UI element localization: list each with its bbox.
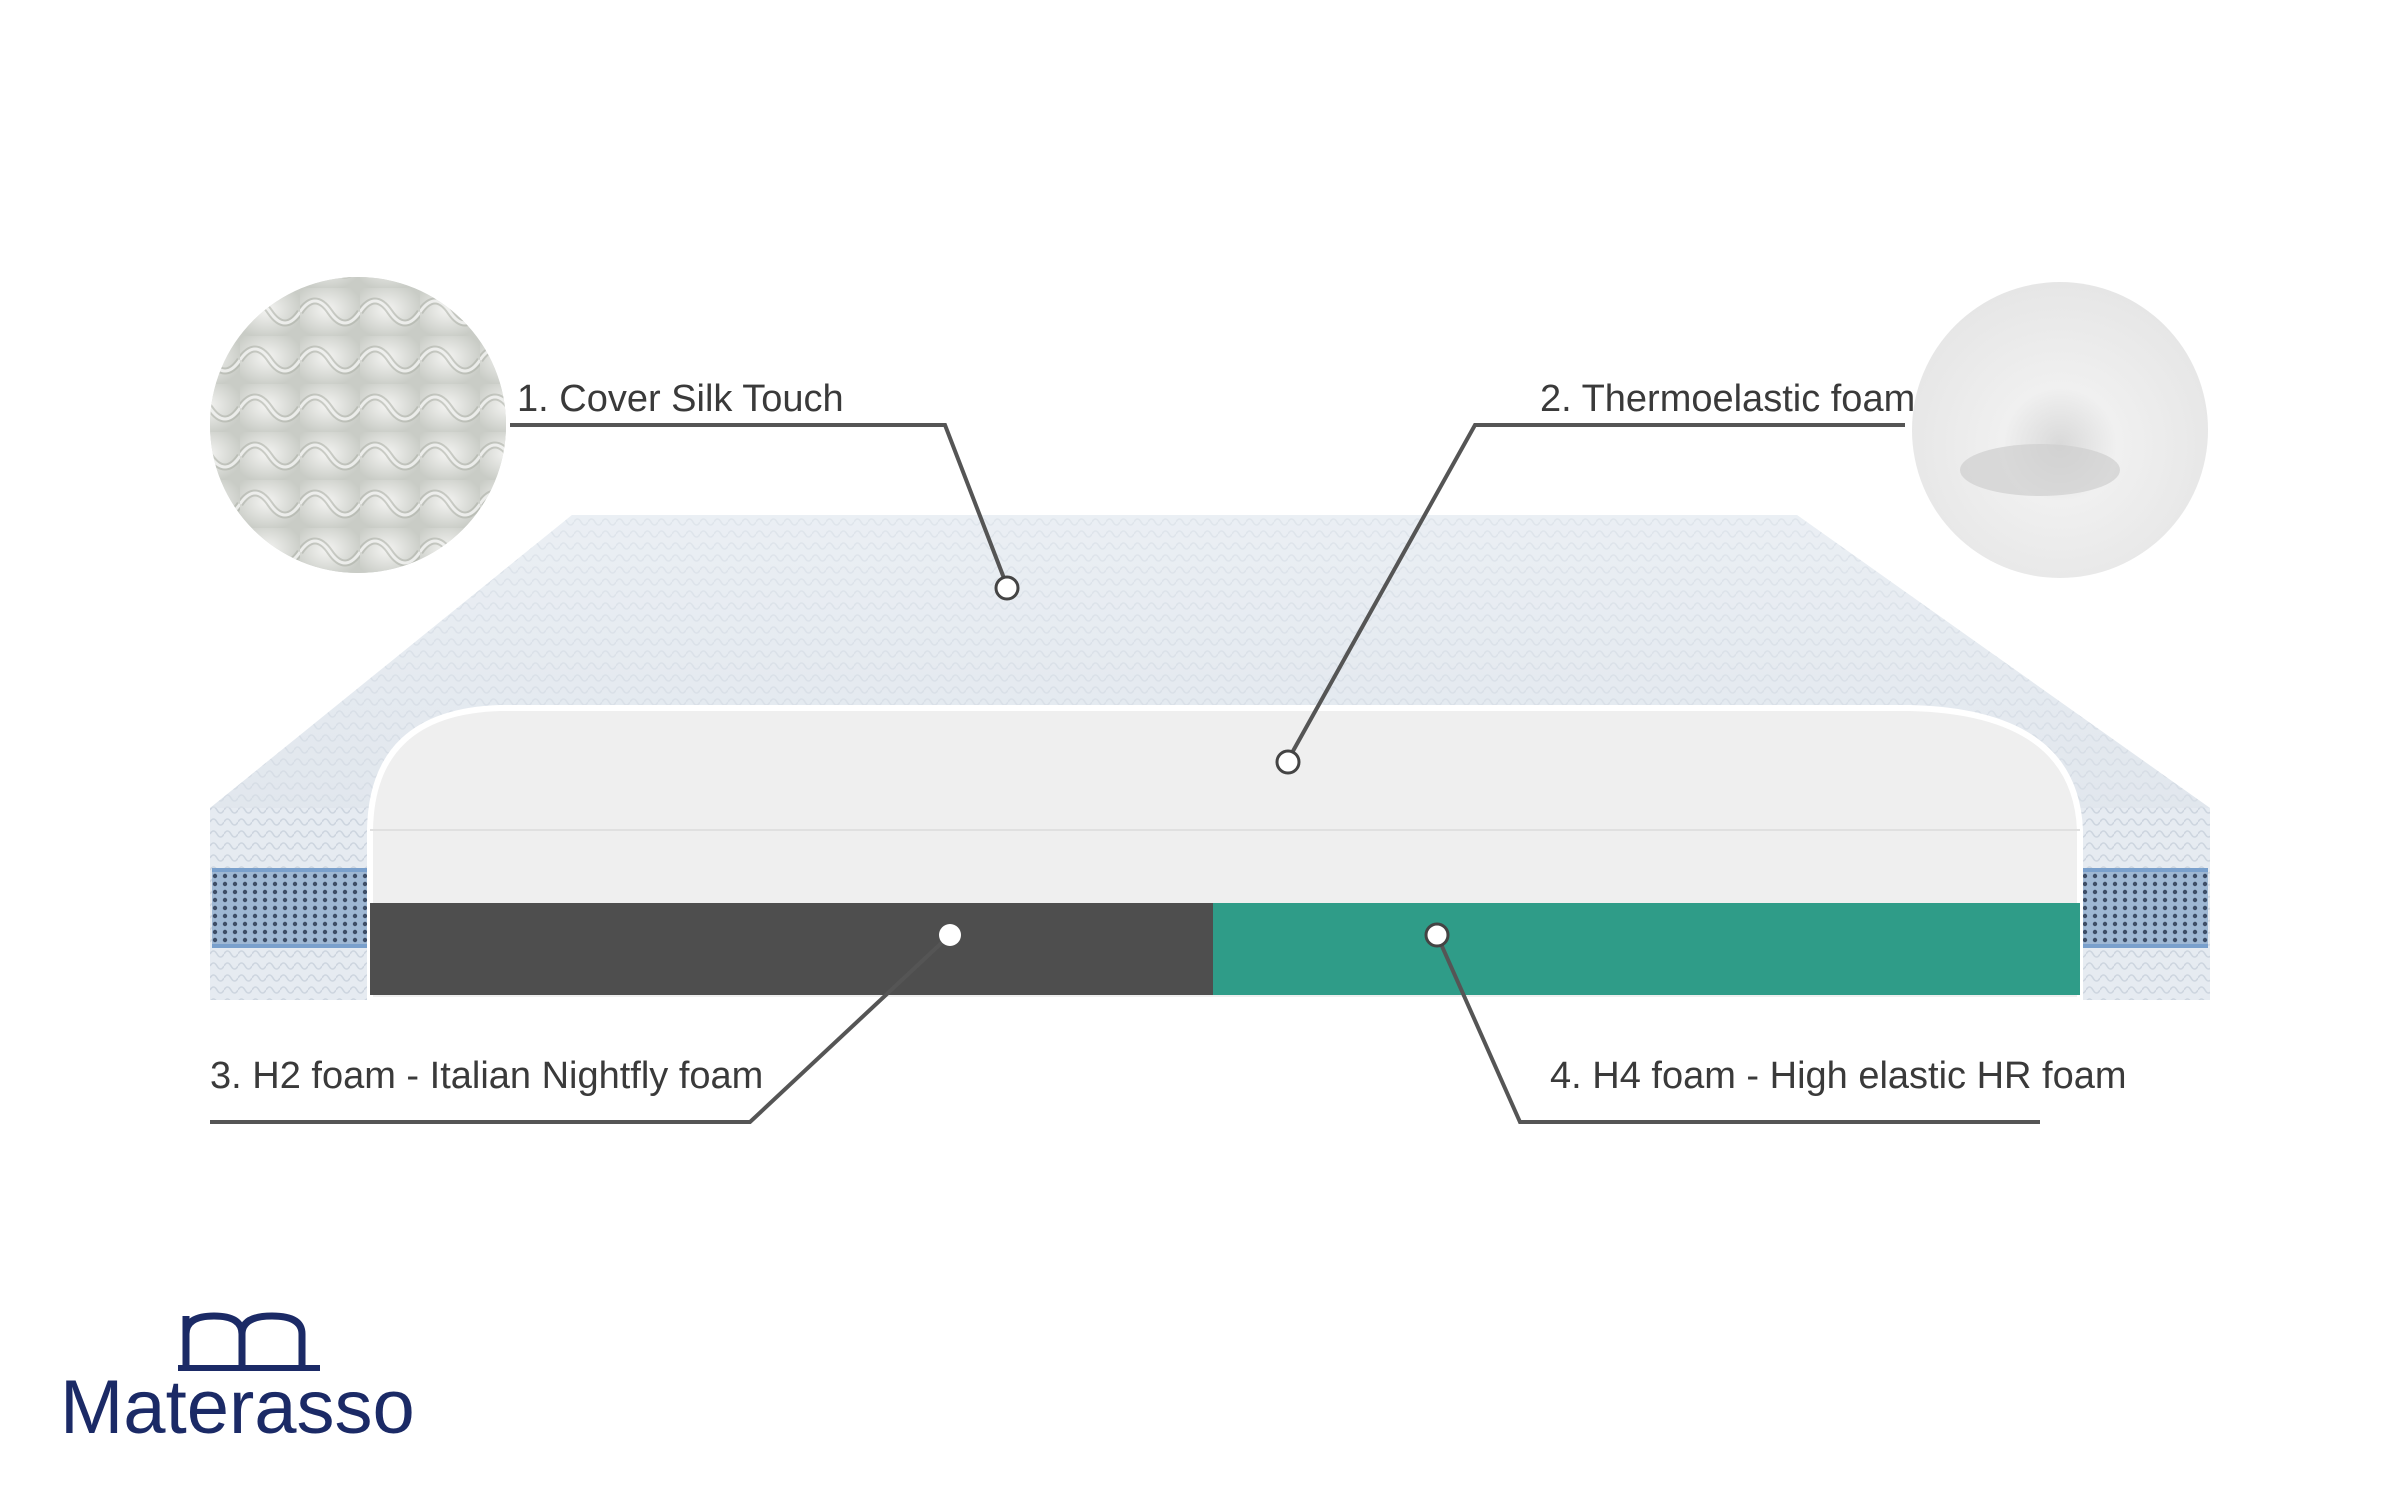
h4-foam-layer bbox=[1213, 903, 2080, 995]
marker-h2 bbox=[939, 924, 961, 946]
marker-h4 bbox=[1424, 922, 1450, 948]
marker-thermoelastic bbox=[1275, 749, 1301, 775]
marker-cover bbox=[994, 575, 1020, 601]
leader-line-h2 bbox=[210, 933, 952, 1124]
label-thermoelastic-foam: 2. Thermoelastic foam bbox=[1540, 378, 1916, 420]
foam-texture-icon bbox=[1912, 282, 2208, 578]
materasso-m-logo-icon bbox=[178, 1312, 320, 1371]
label-h4-foam: 4. H4 foam - High elastic HR foam bbox=[1550, 1055, 2127, 1097]
leader-lines bbox=[210, 423, 2040, 1124]
leader-line-cover bbox=[510, 423, 1009, 587]
brand-name: Materasso bbox=[60, 1365, 415, 1450]
right-side-panel bbox=[2068, 808, 2210, 1000]
knit-fabric-texture-icon bbox=[210, 277, 506, 573]
h2-foam-layer bbox=[370, 903, 1213, 995]
leader-line-thermoelastic bbox=[1286, 423, 1905, 761]
leader-line-h4 bbox=[1435, 934, 2040, 1124]
left-side-panel bbox=[210, 808, 372, 1000]
label-cover-silk-touch: 1. Cover Silk Touch bbox=[517, 378, 844, 420]
label-h2-foam: 3. H2 foam - Italian Nightfly foam bbox=[210, 1055, 764, 1097]
